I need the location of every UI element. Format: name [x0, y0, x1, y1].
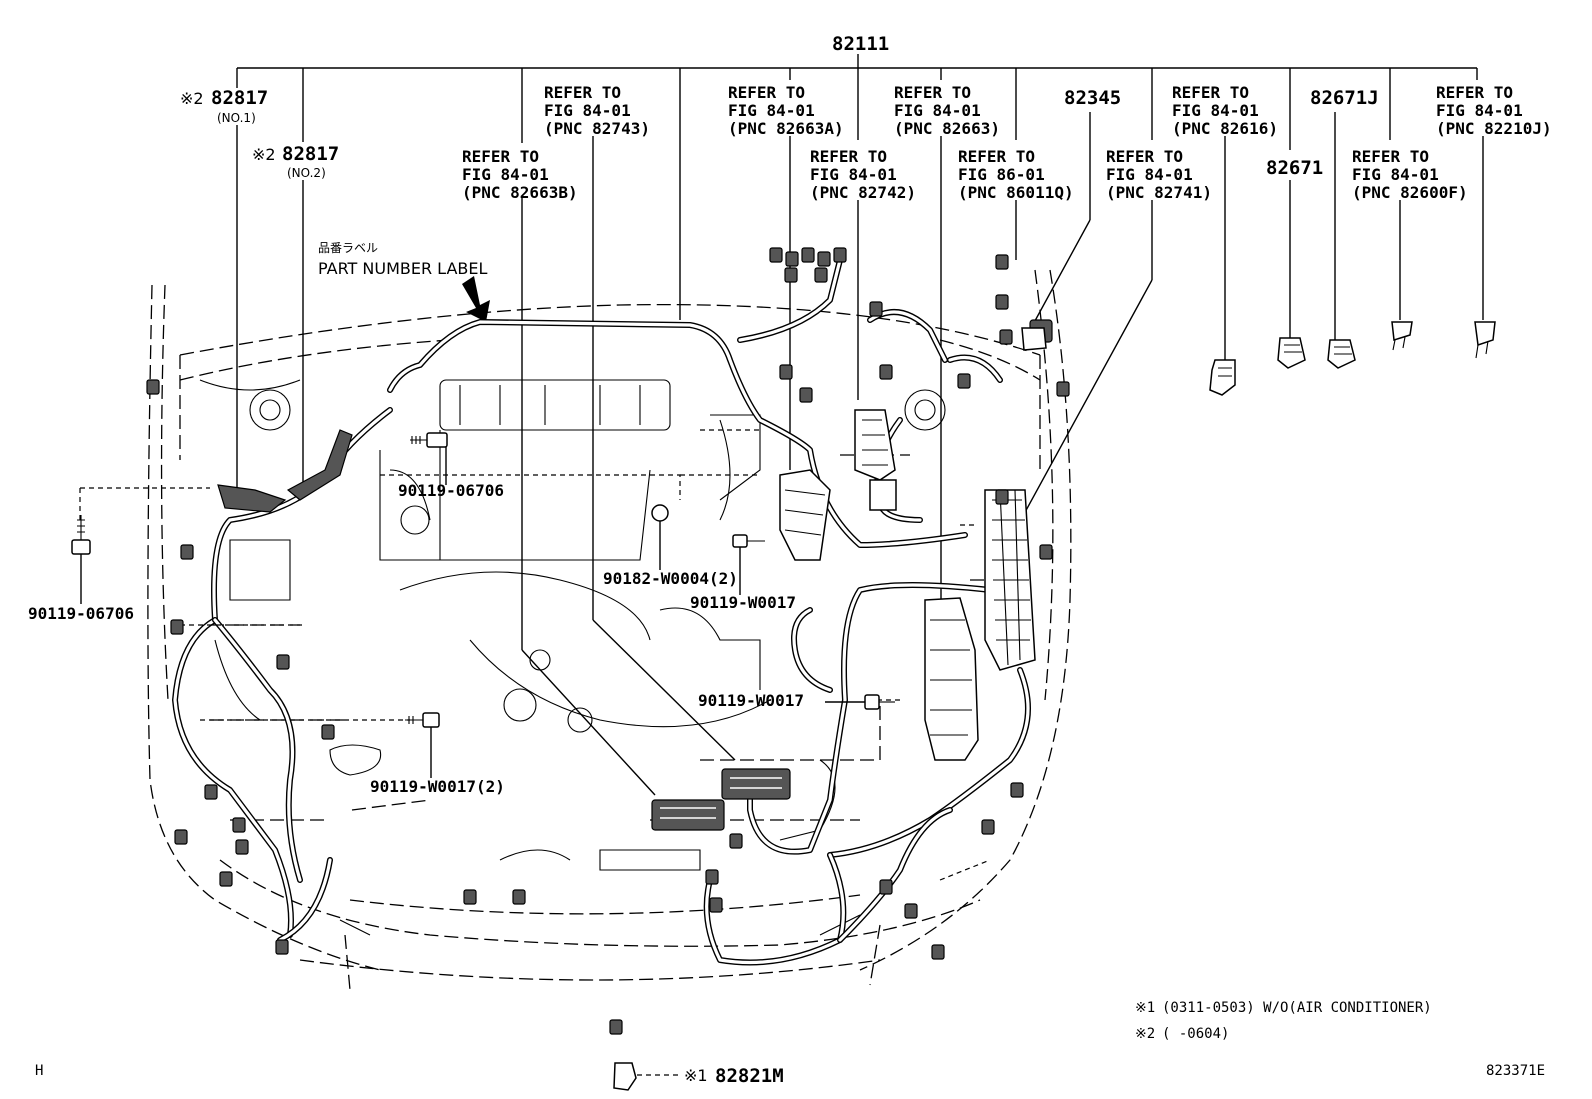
bolt-90119-w0017-c [405, 712, 440, 778]
bolt-label-1: 90119-06706 [398, 481, 504, 500]
svg-text:FIG 84-01: FIG 84-01 [894, 101, 981, 120]
fuse-82671j-part [1327, 339, 1356, 369]
refer-to-82600f: REFER TO FIG 84-01 (PNC 82600F) [1352, 147, 1468, 202]
connector-82345-part [1021, 327, 1047, 351]
loose-parts [1021, 321, 1496, 396]
bottom-mark: ※1 [684, 1066, 708, 1085]
clamp-82817-no1 [217, 484, 287, 513]
ecu-bracket-82663a [779, 469, 831, 561]
svg-text:(PNC 82600F): (PNC 82600F) [1352, 183, 1468, 202]
refer-to-82210j: REFER TO FIG 84-01 (PNC 82210J) [1436, 83, 1552, 138]
clip-label: 90182-W0004(2) [603, 569, 738, 588]
note-1-mark: ※1 [1135, 1000, 1155, 1016]
svg-text:(PNC 82663B): (PNC 82663B) [462, 183, 578, 202]
module-82663 [924, 597, 979, 761]
refer-to-86011q: REFER TO FIG 86-01 (PNC 86011Q) [958, 147, 1074, 202]
bolt-90119-06706-b [71, 515, 91, 604]
refer-to-82743: REFER TO FIG 84-01 (PNC 82743) [544, 83, 650, 138]
refer-to-82741: REFER TO FIG 84-01 (PNC 82741) [1106, 147, 1212, 202]
part-82821m [613, 1062, 680, 1091]
clamp-no2-pn: 82817 [282, 143, 339, 165]
clamp-no2-mark: ※2 [252, 145, 276, 164]
svg-text:(PNC 82741): (PNC 82741) [1106, 183, 1212, 202]
note-2-text: ( -0604) [1162, 1026, 1229, 1042]
svg-text:FIG 84-01: FIG 84-01 [728, 101, 815, 120]
clamp-no1-mark: ※2 [180, 89, 204, 108]
pn-82345: 82345 [1064, 87, 1121, 109]
part-number-label-arrow [462, 276, 490, 322]
pn-82671: 82671 [1266, 157, 1323, 179]
bolt-label-3: 90119-W0017 [690, 593, 796, 612]
svg-text:REFER TO: REFER TO [894, 83, 971, 102]
callout-lines [236, 54, 1484, 796]
bolt-parts [71, 432, 895, 778]
svg-text:REFER TO: REFER TO [462, 147, 539, 166]
dotted-routing [79, 429, 991, 881]
svg-text:(PNC 82742): (PNC 82742) [810, 183, 916, 202]
note-2-mark: ※2 [1135, 1026, 1155, 1042]
clamp-no1-pn: 82817 [211, 87, 268, 109]
fuse-82671-part [1277, 337, 1306, 369]
bolt-label-2: 90119-06706 [28, 604, 134, 623]
svg-text:(PNC 82210J): (PNC 82210J) [1436, 119, 1552, 138]
svg-text:FIG 84-01: FIG 84-01 [1436, 101, 1523, 120]
svg-text:FIG 84-01: FIG 84-01 [1106, 165, 1193, 184]
svg-text:FIG 84-01: FIG 84-01 [1352, 165, 1439, 184]
svg-text:REFER TO: REFER TO [1436, 83, 1513, 102]
note-1-text: (0311-0503) W/O(AIR CONDITIONER) [1162, 1000, 1432, 1016]
svg-text:(PNC 82743): (PNC 82743) [544, 119, 650, 138]
clamp-no1-sub: (NO.1) [217, 111, 256, 125]
refer-to-82663b: REFER TO FIG 84-01 (PNC 82663B) [462, 147, 578, 202]
svg-text:FIG 84-01: FIG 84-01 [544, 101, 631, 120]
svg-text:REFER TO: REFER TO [1352, 147, 1429, 166]
clamp-no2-sub: (NO.2) [287, 166, 326, 180]
left-code: H [35, 1063, 43, 1079]
refer-to-82663: REFER TO FIG 84-01 (PNC 82663) [894, 83, 1000, 138]
svg-text:(PNC 86011Q): (PNC 86011Q) [958, 183, 1074, 202]
svg-text:(PNC 82616): (PNC 82616) [1172, 119, 1278, 138]
text-labels: 82111 ※2 82817 (NO.1) ※2 82817 (NO.2) RE… [28, 33, 1552, 1087]
svg-text:FIG 84-01: FIG 84-01 [810, 165, 897, 184]
engine-outline [199, 379, 946, 936]
refer-to-82663a: REFER TO FIG 84-01 (PNC 82663A) [728, 83, 844, 138]
svg-text:REFER TO: REFER TO [1106, 147, 1183, 166]
svg-text:REFER TO: REFER TO [728, 83, 805, 102]
connector-82663b [651, 799, 725, 831]
bolt-90119-w0017-a [732, 534, 765, 595]
svg-text:REFER TO: REFER TO [958, 147, 1035, 166]
part-label-jp: 品番ラベル [318, 241, 378, 255]
svg-text:REFER TO: REFER TO [544, 83, 621, 102]
bolt-label-5: 90119-W0017(2) [370, 777, 505, 796]
fuse-82210j-part [1474, 321, 1496, 359]
bolt-90119-06706-a [410, 432, 448, 485]
connector-82743 [721, 768, 791, 800]
bottom-pn: 82821M [715, 1065, 784, 1087]
connector-82616-part [1209, 359, 1236, 396]
svg-text:(PNC 82663): (PNC 82663) [894, 119, 1000, 138]
svg-text:REFER TO: REFER TO [810, 147, 887, 166]
svg-text:FIG 84-01: FIG 84-01 [1172, 101, 1259, 120]
drawing-id: 823371E [1486, 1063, 1545, 1079]
harness-main-pn: 82111 [832, 33, 889, 55]
junction-block-82742 [854, 409, 897, 511]
clip-90182-w0004 [651, 504, 669, 570]
refer-to-82742: REFER TO FIG 84-01 (PNC 82742) [810, 147, 916, 202]
svg-text:REFER TO: REFER TO [1172, 83, 1249, 102]
bolt-label-4: 90119-W0017 [698, 691, 804, 710]
fuse-82600f-part [1391, 321, 1413, 351]
part-label-en: PART NUMBER LABEL [318, 259, 487, 278]
refer-to-82616: REFER TO FIG 84-01 (PNC 82616) [1172, 83, 1278, 138]
clamp-82817-no2 [286, 429, 353, 501]
relay-block-82741 [984, 489, 1036, 671]
svg-text:FIG 84-01: FIG 84-01 [462, 165, 549, 184]
bolt-90119-w0017-b [825, 694, 895, 710]
svg-text:(PNC 82663A): (PNC 82663A) [728, 119, 844, 138]
svg-text:FIG 86-01: FIG 86-01 [958, 165, 1045, 184]
pn-82671j: 82671J [1310, 87, 1379, 109]
harness-connectors [146, 247, 1070, 1035]
